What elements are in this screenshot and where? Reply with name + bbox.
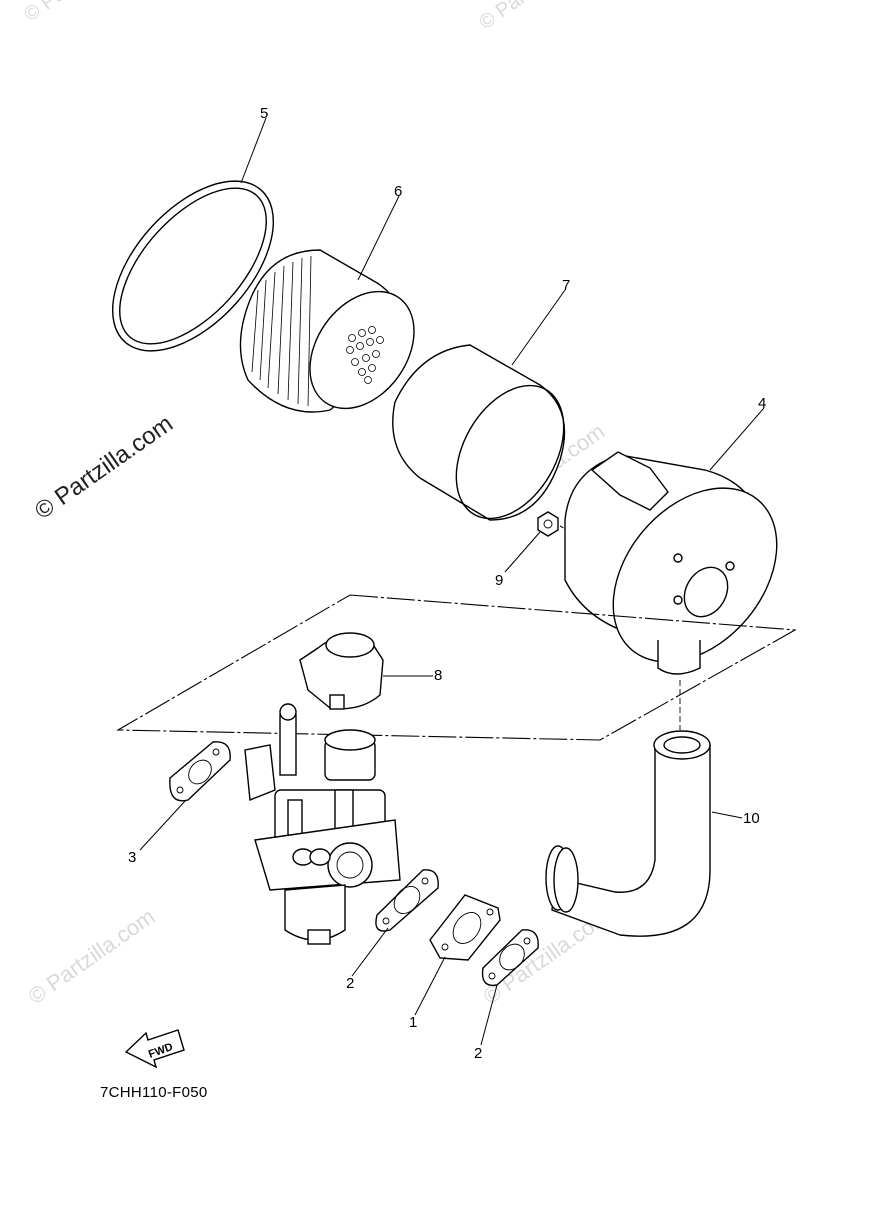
part-9-nut <box>537 511 559 537</box>
assembly-outline <box>116 594 797 741</box>
part-5-ring <box>111 180 275 352</box>
callout-2a: 2 <box>346 975 354 992</box>
svg-text:© Partzilla.com: © Partzilla.com <box>20 0 143 26</box>
callout-3: 3 <box>128 849 136 866</box>
callout-1: 1 <box>409 1014 417 1031</box>
callout-6: 6 <box>394 183 402 200</box>
callout-10: 10 <box>743 810 760 827</box>
callout-numbers: 5 6 7 4 9 8 10 3 2 1 2 <box>128 105 766 1062</box>
part-4-air-cleaner-case <box>564 451 778 675</box>
callout-8: 8 <box>434 667 442 684</box>
partzilla-watermark: © Partzilla.com <box>30 410 178 525</box>
part-2-gasket-b <box>481 929 539 987</box>
callout-7: 7 <box>562 277 570 294</box>
callout-2b: 2 <box>474 1045 482 1062</box>
part-1-insulator <box>429 894 501 961</box>
part-7-foam-sleeve <box>392 344 566 521</box>
part-6-filter-element <box>239 249 415 413</box>
part-2-gasket-a <box>375 869 439 932</box>
part-3-gasket <box>169 741 231 802</box>
part-8-adapter <box>299 632 384 710</box>
callout-5: 5 <box>260 105 268 122</box>
svg-text:© Partzilla.com: © Partzilla.com <box>475 0 598 34</box>
part-10-elbow-hose <box>545 680 711 937</box>
fwd-arrow-icon: FWD <box>124 1029 185 1069</box>
callout-4: 4 <box>758 395 766 412</box>
leader-lines <box>139 117 765 1046</box>
callout-9: 9 <box>495 572 503 589</box>
svg-text:© Partzilla.com: © Partzilla.com <box>24 904 160 1010</box>
carburetor <box>244 703 401 945</box>
diagram-code: 7CHH110-F050 <box>100 1084 208 1101</box>
